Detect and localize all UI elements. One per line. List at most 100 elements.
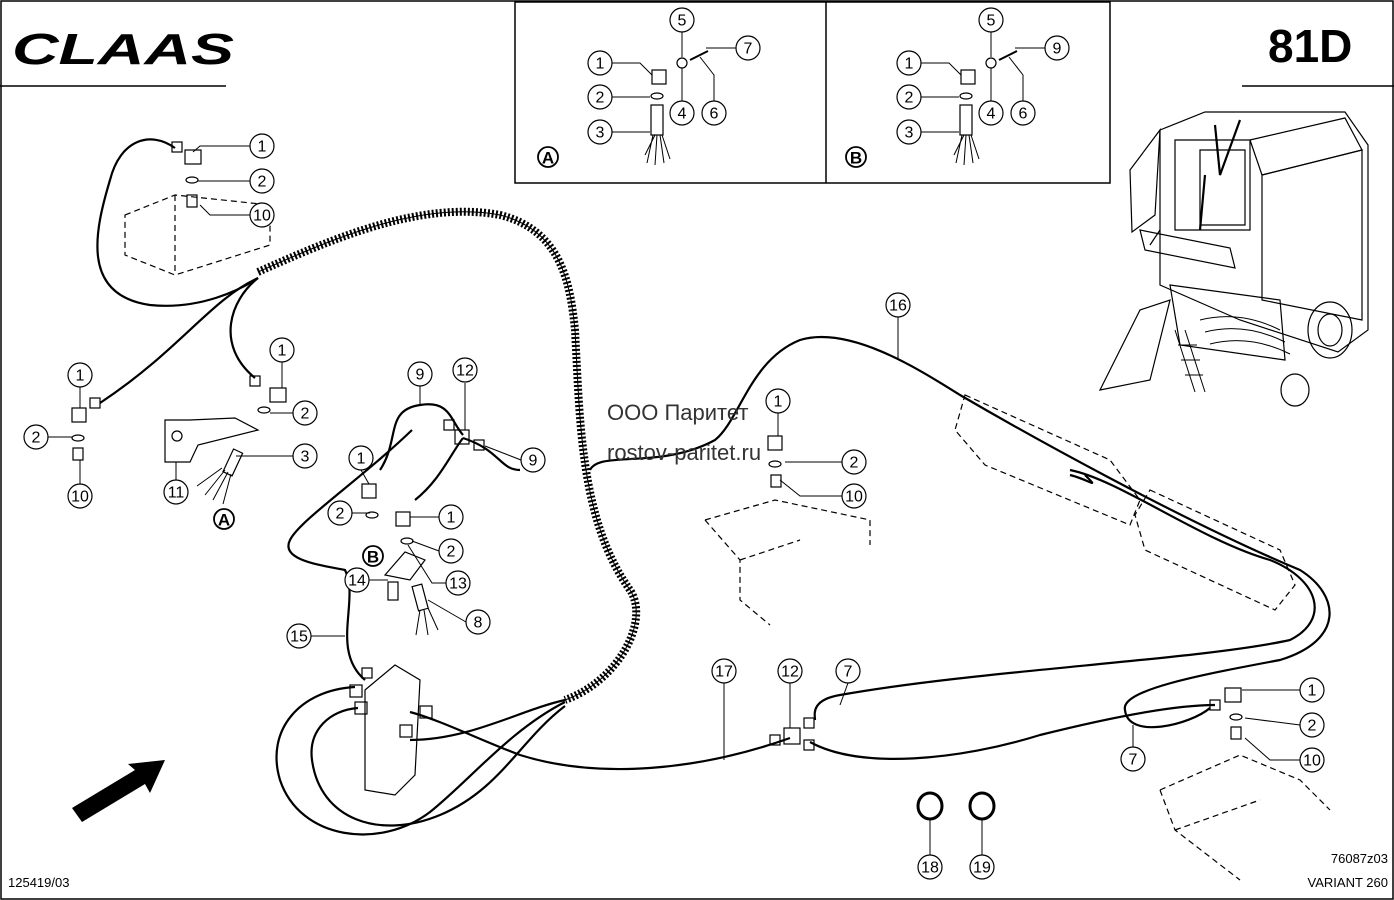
inset-b	[921, 28, 1046, 166]
callout-number: 2	[447, 544, 456, 561]
callout-number: 2	[336, 506, 345, 523]
callout-number: 1	[905, 56, 914, 73]
part-callout: 9	[407, 361, 433, 387]
callout-number: 2	[301, 406, 310, 423]
callout-number: 12	[781, 664, 799, 681]
callout-number: 11	[168, 485, 185, 502]
part-callout: 2	[249, 168, 275, 194]
callout-number: 2	[1308, 718, 1317, 735]
callout-number: 2	[850, 455, 859, 472]
part-callout: 5	[978, 7, 1004, 33]
callout-number: 10	[845, 489, 863, 506]
part-callout: 1	[587, 50, 613, 76]
callout-number: 10	[71, 489, 89, 506]
callout-number: B	[850, 149, 862, 168]
part-callout: 3	[587, 119, 613, 145]
part-callout: 10	[841, 483, 867, 509]
page-code-block: 81D	[1242, 20, 1394, 87]
callout-number: 1	[278, 343, 287, 360]
part-callout: 6	[701, 100, 727, 126]
part-callout: 4	[978, 100, 1004, 126]
callout-leaders	[48, 145, 1301, 855]
part-callout: 7	[1120, 746, 1146, 772]
part-callout: 10	[67, 483, 93, 509]
direction-arrow-icon	[72, 760, 165, 822]
watermark-company: ООО Паритет	[607, 400, 748, 425]
callout-number: 1	[76, 368, 85, 385]
callout-number: 8	[474, 615, 483, 632]
part-callout: 3	[896, 119, 922, 145]
view-letter-callout: B	[362, 545, 384, 567]
footer-drawing-code: 76087z03	[1331, 851, 1388, 866]
callout-number: 2	[32, 430, 41, 447]
view-letter-callout: B	[845, 146, 867, 168]
part-callout: 19	[969, 854, 995, 880]
callout-number: 1	[447, 510, 456, 527]
part-callout: 5	[669, 7, 695, 33]
callout-number: 18	[921, 860, 939, 877]
part-callout: 8	[465, 609, 491, 635]
callout-number: 1	[258, 139, 267, 156]
part-callout: 10	[1299, 747, 1325, 773]
callout-number: 19	[973, 860, 991, 877]
callout-number: 3	[905, 125, 914, 142]
claas-logo: CLAAS	[0, 25, 234, 87]
part-callout: 1	[348, 445, 374, 471]
footer-left-code: 125419/03	[8, 875, 69, 890]
part-callout: 11	[163, 479, 189, 505]
part-callout: 1	[765, 388, 791, 414]
callout-number: A	[218, 511, 230, 530]
part-callout: 12	[452, 357, 478, 383]
callout-number: 1	[357, 451, 366, 468]
part-callout: 10	[249, 202, 275, 228]
callout-number: 13	[449, 576, 467, 593]
fittings	[71, 141, 1243, 821]
callout-number: 2	[905, 90, 914, 107]
callout-number: A	[542, 149, 554, 168]
part-callout: 9	[520, 447, 546, 473]
part-callout: 12	[777, 658, 803, 684]
part-callout: 2	[587, 84, 613, 110]
callout-number: 9	[1053, 41, 1062, 58]
inset-a	[612, 28, 737, 166]
callout-number: 9	[416, 367, 425, 384]
part-callout: 17	[711, 658, 737, 684]
callout-number: 3	[596, 125, 605, 142]
callout-number: 2	[258, 174, 267, 191]
part-callout: 1	[249, 133, 275, 159]
part-callout: 1	[1299, 677, 1325, 703]
part-callout: 7	[735, 35, 761, 61]
callout-number: 7	[844, 664, 853, 681]
part-callout: 7	[835, 658, 861, 684]
callout-number: 5	[678, 13, 687, 30]
footer-model: VARIANT 260	[1308, 875, 1388, 890]
part-callout: 1	[438, 504, 464, 530]
part-callout: 18	[917, 854, 943, 880]
callout-number: 2	[596, 90, 605, 107]
part-callout: 2	[23, 424, 49, 450]
part-callout: 3	[292, 443, 318, 469]
part-callout: 15	[286, 623, 312, 649]
callout-number: 5	[987, 13, 996, 30]
part-callout: 9	[1044, 35, 1070, 61]
part-callout: 2	[1299, 712, 1325, 738]
callout-number: 4	[987, 106, 996, 123]
view-letter-callout: A	[213, 508, 235, 530]
part-callout: 16	[885, 292, 911, 318]
callout-number: 16	[889, 298, 907, 315]
callout-number: 3	[301, 449, 310, 466]
part-callout: 4	[669, 100, 695, 126]
callout-number: 14	[348, 573, 366, 590]
part-callout: 1	[269, 337, 295, 363]
part-callout: 14	[344, 567, 370, 593]
callout-number: 1	[774, 394, 783, 411]
view-letter-callout: A	[537, 146, 559, 168]
callout-number: 7	[744, 41, 753, 58]
ghost-outlines	[124, 194, 1331, 881]
part-callout: 2	[896, 84, 922, 110]
baler-illustration	[1098, 111, 1369, 407]
callout-number: 1	[596, 56, 605, 73]
page-code: 81D	[1268, 20, 1352, 72]
